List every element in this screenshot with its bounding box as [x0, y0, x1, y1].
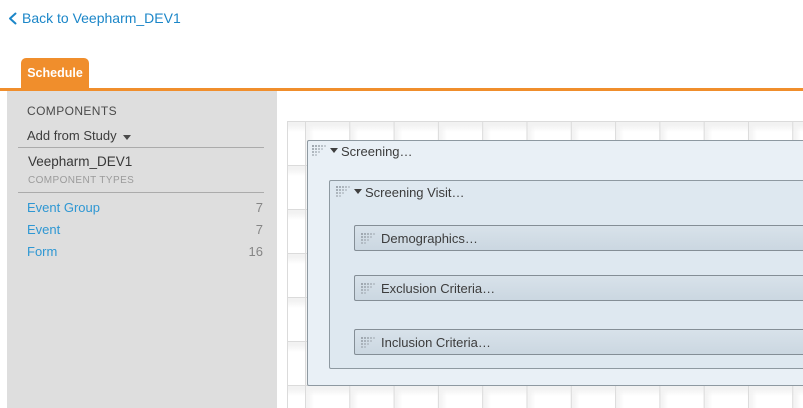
form-label: Exclusion Criteria…: [381, 281, 496, 296]
back-link-label: Back to Veepharm_DEV1: [22, 10, 181, 26]
drag-grip-icon[interactable]: [336, 186, 350, 197]
tab-bar-rule: [0, 88, 803, 91]
event-group-link[interactable]: Event Group: [27, 200, 100, 215]
form-bar-demographics[interactable]: Demographics…: [354, 225, 803, 251]
event-group-header[interactable]: Screening…: [308, 141, 803, 163]
component-type-row-form: Form 16: [27, 244, 263, 259]
add-from-study-label: Add from Study: [27, 128, 117, 143]
study-name: Veepharm_DEV1: [28, 154, 133, 169]
drag-grip-icon[interactable]: [312, 145, 326, 156]
event-label: Screening Visit…: [365, 185, 465, 200]
form-count: 16: [248, 244, 263, 259]
drag-grip-icon[interactable]: [361, 233, 375, 244]
sidebar-divider: [18, 147, 264, 148]
event-group-box-screening[interactable]: Screening… Screening Visit… Demographics…: [307, 140, 803, 386]
form-bar-inclusion-criteria[interactable]: Inclusion Criteria…: [354, 329, 803, 355]
collapse-caret-icon[interactable]: [330, 148, 338, 153]
sidebar-divider: [18, 192, 264, 193]
form-label: Demographics…: [381, 231, 478, 246]
tab-schedule-label: Schedule: [27, 66, 83, 80]
event-group-label: Screening…: [341, 144, 413, 159]
chevron-down-icon: [122, 135, 131, 140]
event-link[interactable]: Event: [27, 222, 61, 237]
component-types-label: COMPONENT TYPES: [28, 175, 135, 186]
form-link[interactable]: Form: [27, 244, 58, 259]
collapse-caret-icon[interactable]: [354, 189, 362, 194]
back-chevron-icon: [9, 12, 17, 24]
event-box-screening-visit[interactable]: Screening Visit… Demographics… Exclusion…: [329, 180, 803, 369]
event-count: 7: [255, 222, 263, 237]
event-header[interactable]: Screening Visit…: [330, 181, 803, 203]
component-type-row-event-group: Event Group 7: [27, 200, 263, 215]
form-label: Inclusion Criteria…: [381, 335, 491, 350]
add-from-study-dropdown[interactable]: Add from Study: [27, 128, 131, 143]
drag-grip-icon[interactable]: [361, 337, 375, 348]
drag-grip-icon[interactable]: [361, 283, 375, 294]
components-panel: COMPONENTS Add from Study Veepharm_DEV1 …: [7, 91, 277, 408]
back-link[interactable]: Back to Veepharm_DEV1: [8, 10, 181, 26]
event-group-count: 7: [255, 200, 263, 215]
schedule-canvas: Screening… Screening Visit… Demographics…: [277, 91, 803, 408]
component-type-row-event: Event 7: [27, 222, 263, 237]
form-bar-exclusion-criteria[interactable]: Exclusion Criteria…: [354, 275, 803, 301]
tab-schedule[interactable]: Schedule: [21, 58, 89, 88]
components-panel-title: COMPONENTS: [27, 104, 118, 118]
